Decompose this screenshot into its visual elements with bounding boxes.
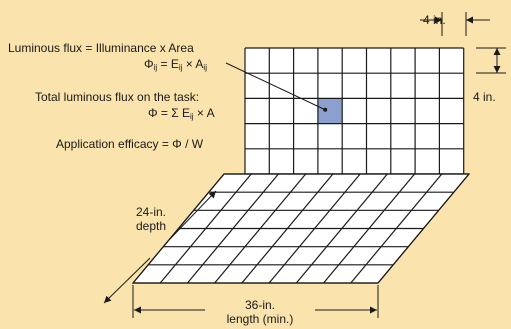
total-flux-label: Total luminous flux on the task: <box>35 90 200 104</box>
cell-width-label: 4 in. <box>423 13 446 27</box>
depth-arrow-up <box>169 190 217 240</box>
dimension-lines <box>103 12 506 318</box>
horizontal-task-grid <box>131 173 471 284</box>
cell-height-label: 4 in. <box>473 90 496 104</box>
depth-label: 24-in. depth <box>135 205 167 233</box>
leader-dot <box>323 107 328 112</box>
highlighted-cell <box>317 98 343 124</box>
application-efficacy-label: Application efficacy = Φ / W <box>56 137 204 151</box>
vertical-task-grid <box>225 47 465 175</box>
phi-ij-formula: Φij = Eij × Aij <box>144 57 207 72</box>
leader-line <box>225 62 326 111</box>
depth-arrow-down <box>103 257 151 304</box>
total-flux-formula: Φ = Σ Eij × A <box>148 106 215 121</box>
wall-background <box>245 48 464 174</box>
luminous-flux-label: Luminous flux = Illuminance x Area <box>8 41 194 55</box>
length-label: 36-in. length (min.) <box>226 298 294 326</box>
